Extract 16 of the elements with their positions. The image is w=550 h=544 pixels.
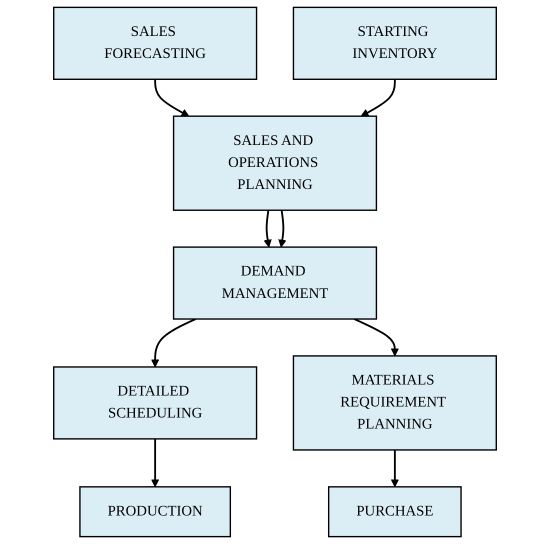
node-box: SALES AND OPERATIONS PLANNING [172, 115, 378, 211]
arrow [360, 79, 396, 117]
arrow [264, 210, 272, 248]
node-box: SALES FORECASTING [53, 6, 258, 80]
node-box: DEMAND MANAGEMENT [172, 246, 378, 320]
node-box: PRODUCTION [79, 486, 232, 538]
node-box: PURCHASE [328, 486, 462, 538]
arrow [154, 79, 190, 117]
arrow [354, 318, 399, 356]
node-box: MATERIALS REQUIREMENT PLANNING [292, 355, 497, 451]
arrow [151, 318, 196, 368]
arrow [151, 438, 160, 488]
node-box: DETAILED SCHEDULING [53, 366, 258, 440]
arrow [390, 450, 399, 488]
node-box: STARTING INVENTORY [292, 6, 497, 80]
arrow [278, 210, 286, 248]
